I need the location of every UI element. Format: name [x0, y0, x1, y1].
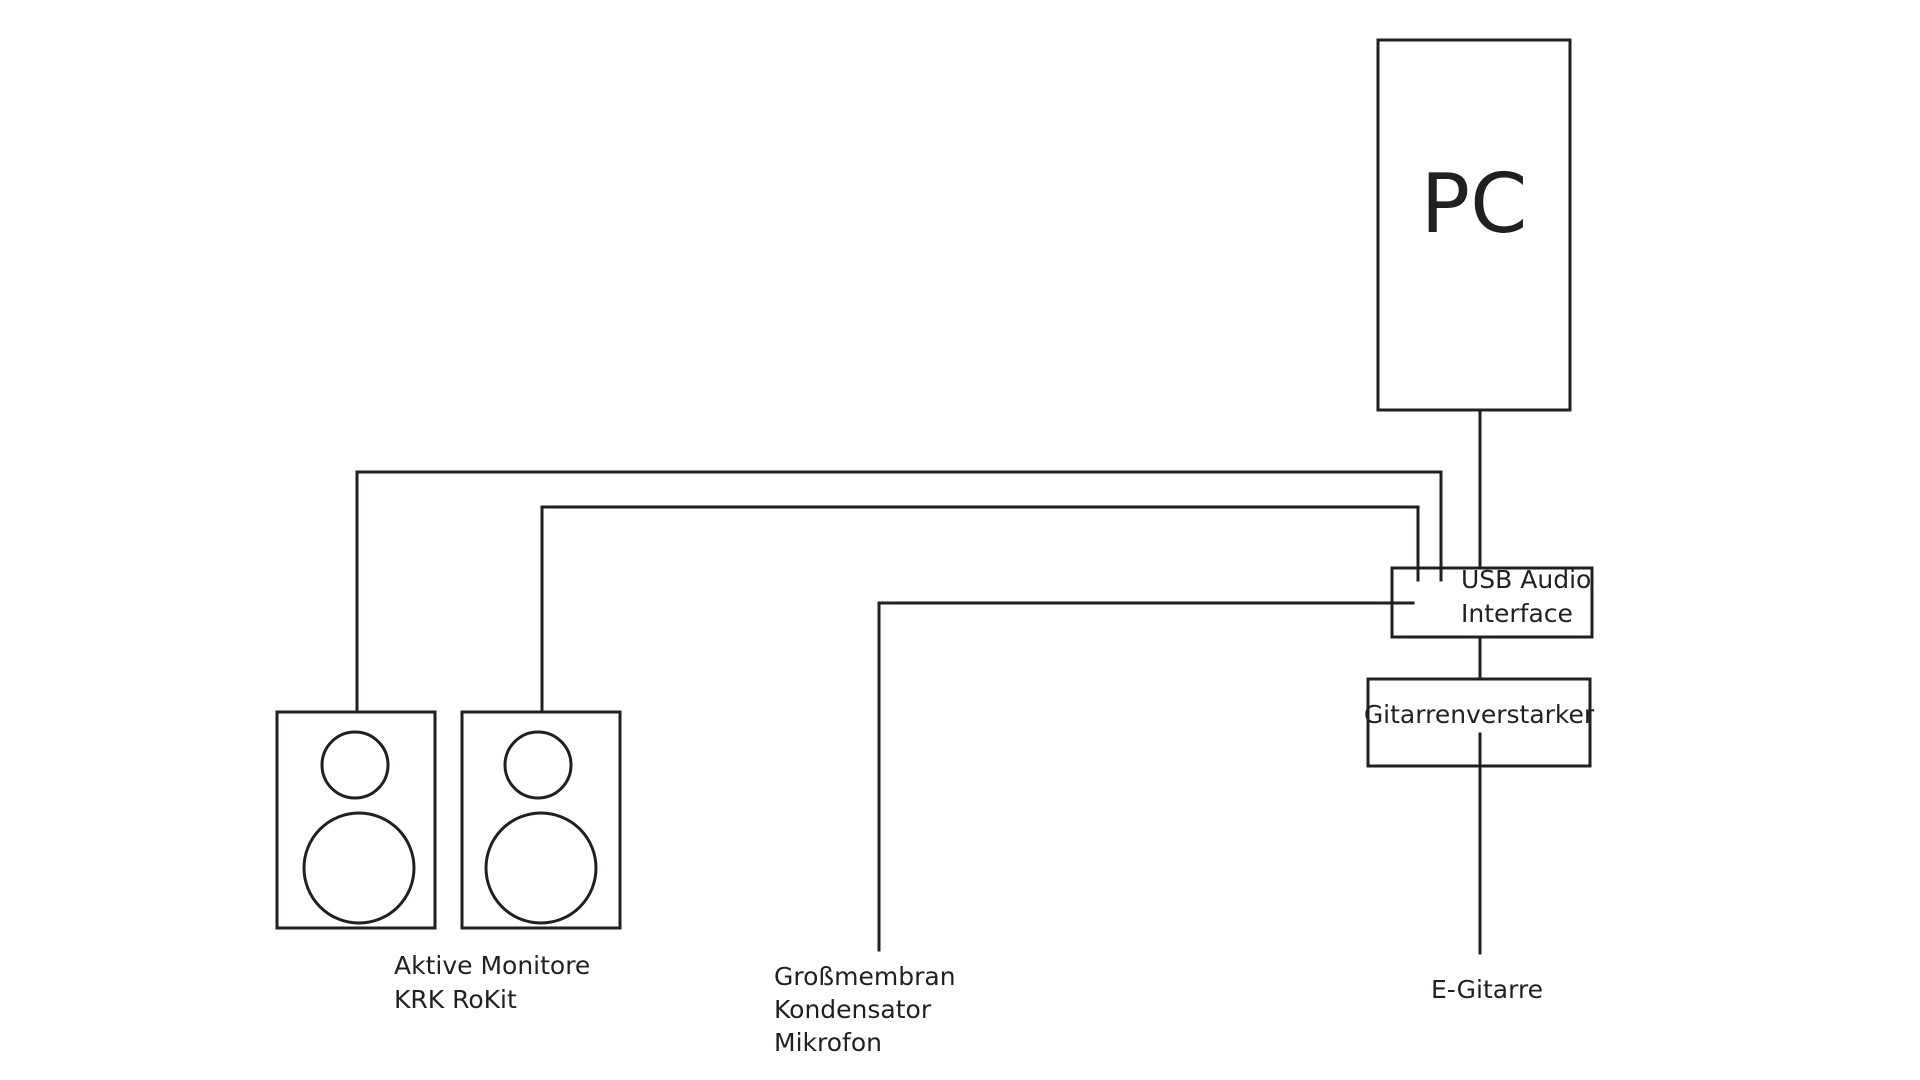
cable-interface-to-microphone [877, 601, 1415, 952]
pc-box [1376, 38, 1572, 412]
pc-node: PC [1376, 38, 1572, 412]
monitors-label-line1: Aktive Monitore [394, 951, 590, 980]
right-monitor-tweeter [503, 730, 573, 800]
microphone-label: Großmembran Kondensator Mikrofon [774, 962, 956, 1057]
monitors-label-line2: KRK RoKit [394, 985, 517, 1014]
cable-interface-to-left-monitor [355, 470, 1443, 714]
microphone-label-line2: Kondensator [774, 995, 932, 1024]
right-monitor-woofer [484, 811, 598, 925]
monitors-label: Aktive Monitore KRK RoKit [394, 951, 590, 1014]
cables [355, 408, 1482, 955]
left-monitor-woofer [302, 811, 416, 925]
cable-interface-to-right-monitor [540, 505, 1420, 714]
pc-label: PC [1421, 157, 1528, 252]
usb-audio-interface-label-line2: Interface [1461, 599, 1573, 628]
usb-audio-interface-node: USB Audio Interface [1390, 565, 1594, 639]
left-monitor-speaker-icon [275, 710, 437, 930]
microphone-label-line3: Mikrofon [774, 1028, 882, 1057]
left-monitor-tweeter [320, 730, 390, 800]
microphone-label-line1: Großmembran [774, 962, 956, 991]
left-monitor-cabinet [275, 710, 437, 930]
right-monitor-cabinet [460, 710, 622, 930]
usb-audio-interface-label-line1: USB Audio [1461, 565, 1591, 594]
guitar-label: E-Gitarre [1431, 975, 1543, 1004]
right-monitor-speaker-icon [460, 710, 622, 930]
guitar-amp-label: Gitarrenverstarker [1364, 700, 1595, 729]
